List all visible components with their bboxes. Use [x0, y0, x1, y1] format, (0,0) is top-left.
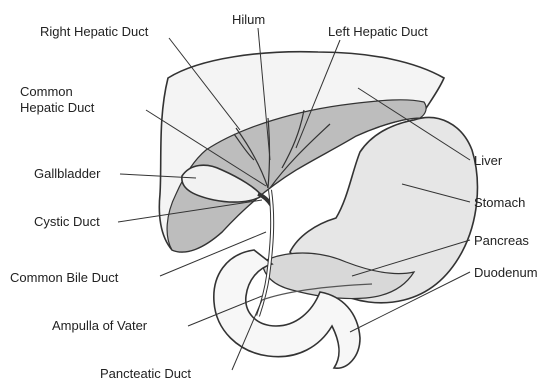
label-common-bile-duct: Common Bile Duct: [10, 270, 119, 285]
label-duodenum: Duodenum: [474, 265, 538, 280]
label-common-hepatic-duct-line2: Hepatic Duct: [20, 100, 95, 115]
label-hilum: Hilum: [232, 12, 265, 27]
label-cystic-duct: Cystic Duct: [34, 214, 100, 229]
label-ampulla-of-vater: Ampulla of Vater: [52, 318, 148, 333]
label-stomach: Stomach: [474, 195, 525, 210]
label-pancreas: Pancreas: [474, 233, 529, 248]
label-right-hepatic-duct: Right Hepatic Duct: [40, 24, 149, 39]
label-common-hepatic-duct-line1: Common: [20, 84, 73, 99]
label-liver: Liver: [474, 153, 503, 168]
label-left-hepatic-duct: Left Hepatic Duct: [328, 24, 428, 39]
anatomy-illustration: [159, 52, 477, 368]
label-pancreatic-duct: Pancteatic Duct: [100, 366, 191, 381]
label-gallbladder: Gallbladder: [34, 166, 101, 181]
